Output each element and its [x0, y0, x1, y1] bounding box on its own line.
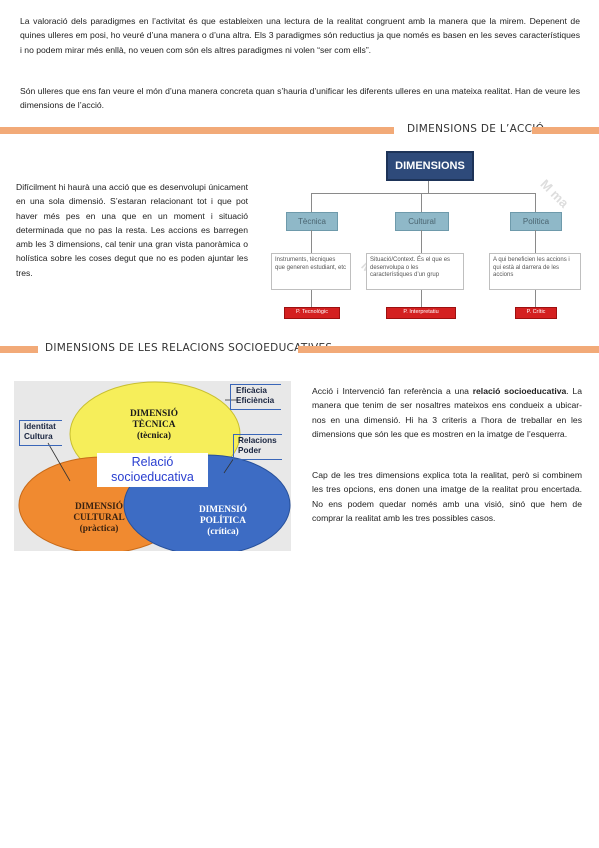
venn-label-cultural-line-3: (pràctica) — [79, 524, 119, 534]
side-label-cultural-line-2: Cultura — [24, 432, 53, 441]
watermark: M ma — [537, 176, 572, 211]
side-label-cultural: Identitat Cultura — [24, 422, 56, 442]
branch-cultural: Cultural — [395, 212, 449, 231]
section-1-title: DIMENSIONS DE L’ACCIÓ — [407, 123, 545, 135]
connector — [535, 290, 536, 307]
branch-tecnica: Tècnica — [286, 212, 338, 231]
section-2-divider-right — [298, 346, 599, 353]
venn-label-politica-line-3: (crítica) — [207, 527, 239, 537]
section-2-paragraph-1-lead: Acció i Intervenció fan referència a una — [312, 386, 473, 396]
venn-label-tecnica-line-1: DIMENSIÓ — [129, 409, 179, 419]
side-label-cultural-line-1: Identitat — [24, 422, 56, 431]
section-2-paragraph-1-rest: . La manera que tenim de ser nosaltres m… — [312, 386, 582, 439]
venn-label-cultural: DIMENSIÓ CULTURAL (pràctica) — [60, 502, 138, 535]
connector — [421, 290, 422, 307]
section-2-divider-left — [0, 346, 38, 353]
venn-center-line-2: socioeducativa — [111, 470, 194, 484]
side-label-tecnica-line-2: Eficiència — [236, 396, 275, 405]
intro-paragraph-1: La valoració dels paradigmes en l’activi… — [20, 16, 580, 55]
branch-cultural-description: Situació/Context. És el que es desenvolu… — [366, 253, 464, 290]
dimensions-main-box: DIMENSIONS — [386, 151, 474, 181]
venn-label-politica-line-2: POLÍTICA — [200, 516, 246, 526]
socioeducative-relations-diagram: DIMENSIÓ TÈCNICA (tècnica) Relació socio… — [14, 381, 291, 551]
intro-paragraph-2: Són ulleres que ens fan veure el món d’u… — [20, 86, 580, 111]
section-1-divider-left — [0, 127, 394, 134]
side-label-politica-line-2: Poder — [238, 446, 262, 455]
section-1-divider-right — [532, 127, 599, 134]
connector — [311, 193, 312, 212]
venn-center-line-1: Relació — [131, 455, 174, 469]
venn-label-politica-line-1: DIMENSIÓ — [198, 505, 248, 515]
venn-label-cultural-line-1: DIMENSIÓ — [74, 502, 124, 512]
bracket-tecnica — [230, 384, 281, 410]
venn-label-cultural-line-2: CULTURAL — [73, 513, 125, 523]
section-2-paragraph-1: Acció i Intervenció fan referència a una… — [312, 384, 582, 441]
paradigm-tag-critic: P. Crític — [515, 307, 557, 319]
venn-label-politica: DIMENSIÓ POLÍTICA (crítica) — [184, 505, 262, 538]
section-1-paragraph: Difícilment hi haurà una acció que es de… — [16, 182, 248, 278]
section-2-paragraph-2: Cap de les tres dimensions explica tota … — [312, 470, 582, 523]
connector — [535, 230, 536, 253]
connector — [311, 193, 536, 194]
paradigm-tag-interpretatiu: P. Interpretatiu — [386, 307, 456, 319]
venn-label-tecnica: DIMENSIÓ TÈCNICA (tècnica) — [118, 409, 190, 442]
section-2-title: DIMENSIONS DE LES RELACIONS SOCIOEDUCATI… — [45, 342, 333, 354]
venn-center-box: Relació socioeducativa — [97, 453, 208, 487]
connector — [421, 230, 422, 253]
venn-label-tecnica-line-3: (tècnica) — [136, 431, 172, 441]
paradigm-tag-tecnologic: P. Tecnològic — [284, 307, 340, 319]
connector — [535, 193, 536, 212]
venn-label-tecnica-line-2: TÈCNICA — [132, 420, 176, 430]
pointer-arrow — [47, 442, 71, 482]
side-label-tecnica-line-1: Eficàcia — [236, 386, 267, 395]
connector — [421, 193, 422, 212]
bracket-politica — [233, 434, 282, 460]
side-label-politica: Relacions Poder — [238, 436, 277, 456]
branch-politica-description: A qui beneficien les accions i qui està … — [489, 253, 581, 290]
pointer-arrow — [223, 457, 235, 474]
connector — [428, 181, 429, 193]
connector — [311, 230, 312, 253]
section-2-paragraph-1-bold: relació socioeducativa — [472, 386, 567, 396]
connector — [311, 290, 312, 307]
bracket-cultural — [19, 420, 62, 446]
side-label-tecnica: Eficàcia Eficiència — [236, 386, 274, 406]
branch-politica: Política — [510, 212, 562, 231]
branch-tecnica-description: Instruments, tècniques que generen estud… — [271, 253, 351, 290]
side-label-politica-line-1: Relacions — [238, 436, 277, 445]
